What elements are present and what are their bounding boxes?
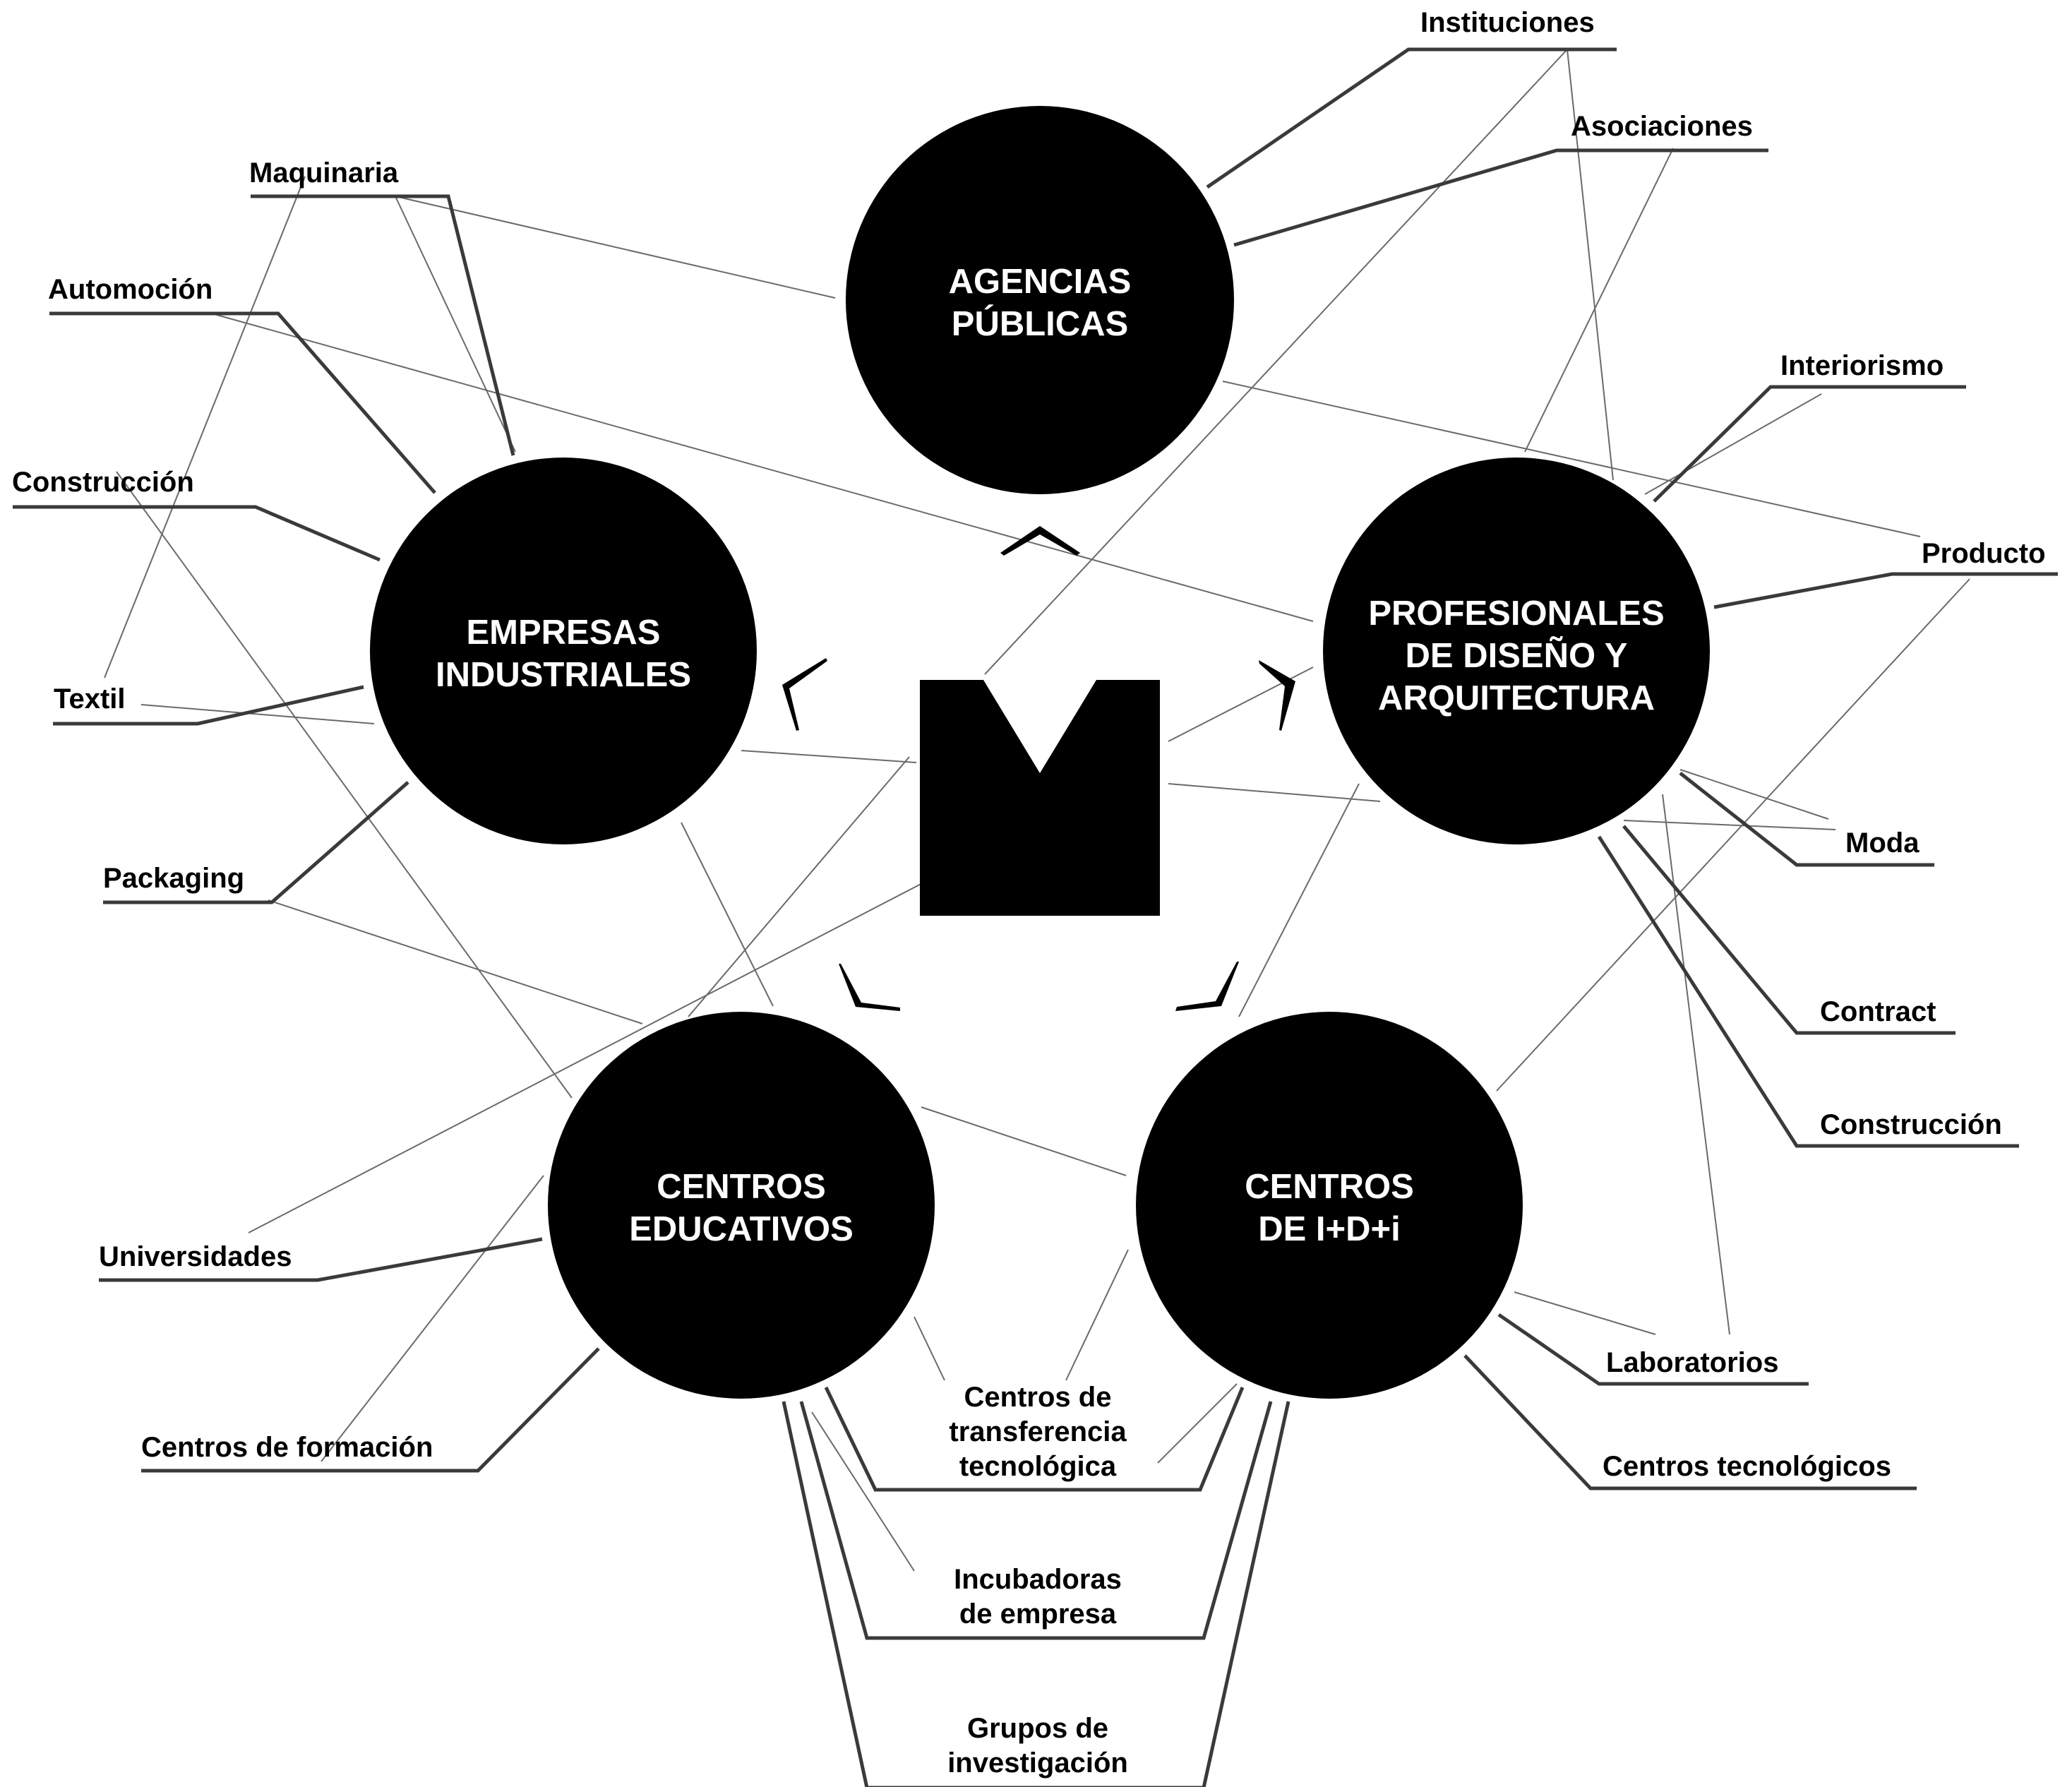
hub-circle [548,1012,935,1399]
label-universidades: Universidades [99,1241,292,1272]
label-incubadoras-line: de empresa [959,1598,1117,1630]
hub-circle [846,106,1234,494]
label-instituciones: Instituciones [1420,7,1595,38]
arrow-top-icon [1000,526,1080,556]
label-grupos-line: Grupos de [967,1713,1108,1744]
hub-title-line: DE DISEÑO Y [1406,637,1628,675]
label-moda: Moda [1845,827,1920,859]
label-maquinaria: Maquinaria [249,157,399,189]
label-construccion-right: Construcción [1820,1109,2002,1140]
label-textil: Textil [54,683,126,715]
hub-title-line: PROFESIONALES [1368,594,1664,633]
leaf-labels: Instituciones Asociaciones Maquinaria Au… [12,7,2046,1779]
hub-circle [1136,1012,1523,1399]
hub-title-line: PÚBLICAS [952,304,1128,343]
arrow-bottom-left-icon [839,964,900,1011]
label-transferencia-line: tecnológica [959,1451,1117,1482]
label-automocion: Automoción [48,274,212,305]
hub-title-line: DE I+D+i [1258,1210,1401,1248]
m-logo-icon [920,680,1160,916]
hub-title-line: AGENCIAS [949,263,1132,301]
hub-title-line: EDUCATIVOS [629,1210,854,1248]
label-laboratorios: Laboratorios [1606,1347,1778,1378]
hub-profesionales: PROFESIONALES DE DISEÑO Y ARQUITECTURA [1323,458,1710,844]
label-centros-formacion: Centros de formación [141,1432,433,1463]
label-producto: Producto [1922,538,2046,569]
hub-title-line: EMPRESAS [466,614,660,652]
hub-title-line: CENTROS [657,1168,826,1206]
label-grupos-line: investigación [947,1747,1128,1779]
hub-title-line: INDUSTRIALES [436,656,691,694]
thick-connectors [13,47,2058,1787]
thin-connectors [104,49,1970,1572]
label-centros-tecnologicos: Centros tecnológicos [1603,1451,1891,1482]
label-construccion-left: Construcción [12,467,194,498]
label-packaging: Packaging [103,863,244,894]
hub-centros-idi: CENTROS DE I+D+i [1136,1012,1523,1399]
hub-title-line: ARQUITECTURA [1378,679,1655,717]
flow-arrows [782,526,1295,1011]
hub-agencias-publicas: AGENCIAS PÚBLICAS [846,106,1234,494]
hub-circle [1323,458,1710,844]
arrow-left-icon [782,658,827,731]
label-interiorismo: Interiorismo [1780,350,1944,381]
arrow-right-icon [1259,660,1295,731]
arrow-bottom-right-icon [1175,962,1239,1011]
label-asociaciones: Asociaciones [1571,111,1753,142]
label-incubadoras-line: Incubadoras [954,1564,1122,1595]
label-transferencia-line: Centros de [964,1382,1112,1413]
label-transferencia-line: transferencia [949,1416,1127,1447]
hub-title-line: CENTROS [1245,1168,1414,1206]
hub-circle [370,458,757,844]
hub-centros-educativos: CENTROS EDUCATIVOS [548,1012,935,1399]
label-contract: Contract [1820,996,1936,1027]
hub-empresas-industriales: EMPRESAS INDUSTRIALES [370,458,757,844]
